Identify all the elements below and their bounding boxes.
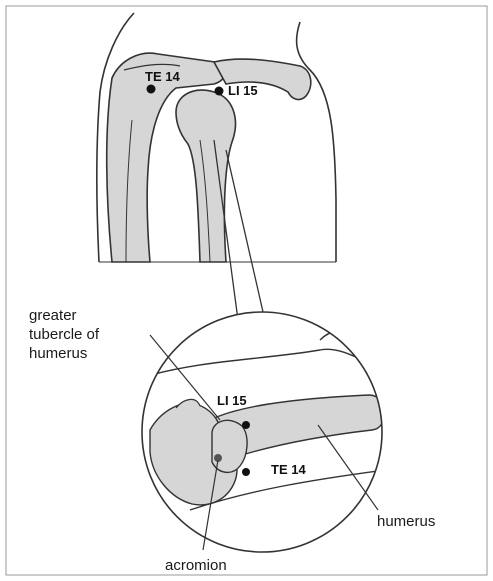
body-outline-right bbox=[297, 22, 336, 262]
label-li15-zoom: LI 15 bbox=[217, 393, 247, 408]
label-greater-tubercle: greater tubercle of humerus bbox=[29, 307, 103, 362]
point-te14-zoom bbox=[242, 468, 250, 476]
point-te14-top bbox=[147, 85, 156, 94]
shoulder-illustration bbox=[97, 13, 336, 262]
label-te14-top: TE 14 bbox=[145, 69, 180, 84]
point-li15-top bbox=[215, 87, 224, 96]
point-li15-zoom bbox=[242, 421, 250, 429]
label-acromion: acromion bbox=[165, 557, 227, 574]
label-te14-zoom: TE 14 bbox=[271, 462, 306, 477]
label-humerus: humerus bbox=[377, 513, 435, 530]
label-li15-top: LI 15 bbox=[228, 83, 258, 98]
